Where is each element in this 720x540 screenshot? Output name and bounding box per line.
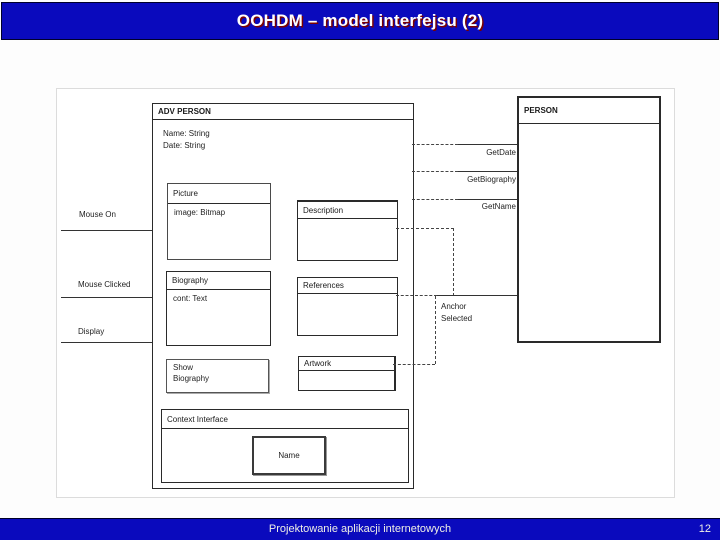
page-number: 12 xyxy=(698,523,711,535)
box-artwork-title: Artwork xyxy=(299,357,394,371)
event-line-mouse-clicked xyxy=(61,297,152,298)
box-picture-body: image: Bitmap xyxy=(174,208,226,217)
method-label-getbiography: GetBiography xyxy=(467,175,516,184)
connector-line-getdate xyxy=(458,144,517,145)
attr-date-string: Date: String xyxy=(163,141,206,150)
footer-bar: Projektowanie aplikacji internetowych 12 xyxy=(0,518,720,540)
box-person: PERSON xyxy=(517,96,661,343)
box-biography-title: Biography xyxy=(167,272,270,290)
connector-line-anchor-selected xyxy=(437,295,517,296)
event-line-display xyxy=(61,342,152,343)
anchor-selected-label: Anchor Selected xyxy=(441,302,473,323)
box-biography-body: cont: Text xyxy=(173,294,208,303)
connector-line-getbiography xyxy=(458,171,517,172)
footer-text: Projektowanie aplikacji internetowych xyxy=(268,523,452,535)
box-description: Description xyxy=(297,200,398,261)
event-label-mouse-clicked: Mouse Clicked xyxy=(78,280,131,289)
event-line-mouse-on xyxy=(61,230,152,231)
box-name: Name xyxy=(252,436,326,475)
box-show-biography-label: Show Biography xyxy=(173,363,210,383)
method-label-getname: GetName xyxy=(481,202,516,211)
connector-dash-getname xyxy=(412,199,458,200)
title-bar: OOHDM – model interfejsu (2) xyxy=(1,2,719,40)
box-references-title: References xyxy=(298,278,397,294)
box-picture-title: Picture xyxy=(168,184,270,204)
connector-dash-description xyxy=(396,228,454,229)
connector-dash-artwork xyxy=(393,364,435,365)
box-description-title: Description xyxy=(298,202,397,219)
box-picture: Picture image: Bitmap xyxy=(167,183,271,260)
box-show-biography: Show Biography xyxy=(166,359,269,393)
method-label-getdate: GetDate xyxy=(486,148,516,157)
adv-person-attributes: Name: String Date: String xyxy=(163,128,210,152)
box-adv-person-title: ADV PERSON xyxy=(153,104,413,120)
connector-dash-anchor-vertical xyxy=(435,296,436,364)
box-person-title: PERSON xyxy=(519,98,659,124)
box-adv-person: ADV PERSON xyxy=(152,103,414,489)
box-context-interface-title: Context Interface xyxy=(162,410,408,429)
connector-line-getname xyxy=(458,199,517,200)
connector-dash-getbiography xyxy=(412,171,458,172)
slide-title: OOHDM – model interfejsu (2) xyxy=(236,11,484,30)
event-label-mouse-on: Mouse On xyxy=(79,210,116,219)
box-biography: Biography cont: Text xyxy=(166,271,271,346)
attr-name-string: Name: String xyxy=(163,129,210,138)
box-references: References xyxy=(297,277,398,336)
box-name-title: Name xyxy=(278,451,300,460)
connector-dash-references xyxy=(396,295,437,296)
box-artwork: Artwork xyxy=(298,356,396,391)
event-label-display: Display xyxy=(78,327,105,336)
connector-dash-description-vertical xyxy=(453,228,454,296)
box-context-interface: Context Interface xyxy=(161,409,409,483)
connector-dash-getdate xyxy=(412,144,458,145)
